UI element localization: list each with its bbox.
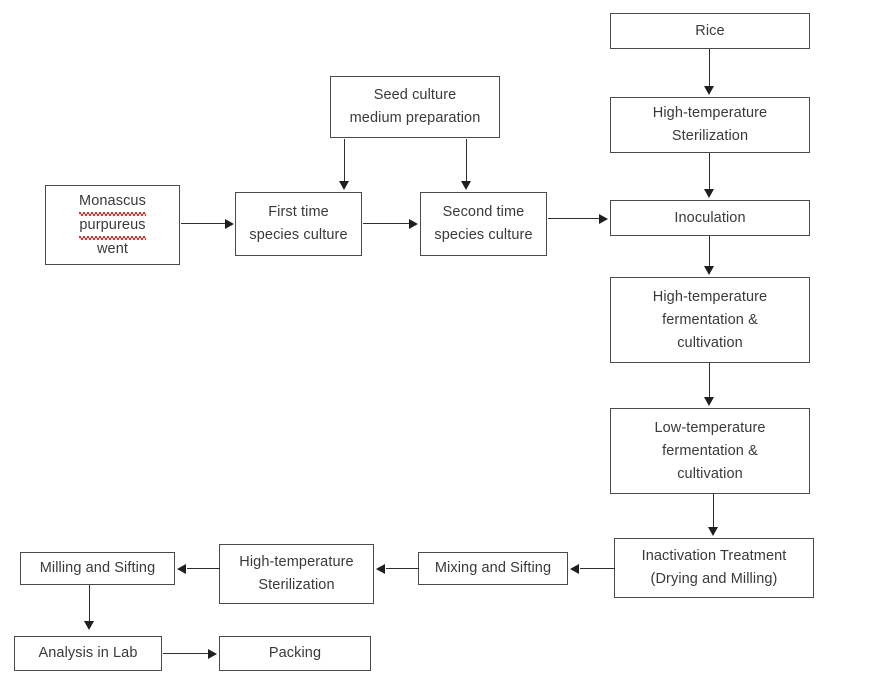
node-sterilization-bottom[interactable]: High-temperature Sterilization [219, 544, 374, 604]
edge-sterilization-top-to-inoculation [709, 153, 711, 191]
arrowhead-analysis-lab-to-packing [208, 648, 217, 659]
edge-inoculation-to-high-temp-fermentation [709, 236, 711, 268]
node-seed-medium-line1: Seed culture [373, 87, 457, 103]
node-sterilization-bottom-line2: Sterilization [258, 577, 335, 593]
node-low-temp-fermentation-line1: Low-temperature [654, 419, 766, 436]
node-second-culture-line2: species culture [434, 227, 533, 243]
arrowhead-mixing-sifting-to-sterilization-bottom [376, 563, 385, 574]
edge-seed-medium-to-second-culture [466, 139, 468, 183]
node-inactivation-line1: Inactivation Treatment [641, 548, 787, 564]
node-inoculation[interactable]: Inoculation [610, 200, 810, 236]
node-seed-medium[interactable]: Seed culture medium preparation [330, 76, 500, 138]
node-inoculation-line1: Inoculation [674, 209, 746, 226]
node-inactivation-line2: (Drying and Milling) [650, 571, 778, 587]
node-sterilization-top-line1: High-temperature [652, 105, 768, 121]
edge-sterilization-bottom-to-milling-sifting [187, 568, 220, 570]
node-sterilization-top-line2: Sterilization [671, 128, 749, 144]
node-first-culture-line2: species culture [249, 227, 348, 243]
node-strain-line1: Monascus [79, 190, 146, 216]
node-high-temp-fermentation-line1: High-temperature [652, 288, 768, 305]
arrowhead-sterilization-top-to-inoculation [704, 189, 714, 198]
arrowhead-seed-medium-to-first-culture [339, 181, 349, 190]
edge-high-temp-to-low-temp-fermentation [709, 363, 711, 399]
node-rice-line1: Rice [695, 22, 725, 39]
node-packing-line1: Packing [268, 645, 322, 661]
arrowhead-strain-to-first-culture [225, 218, 234, 229]
node-milling-sifting-line1: Milling and Sifting [39, 560, 156, 576]
arrowhead-second-culture-to-inoculation [599, 213, 608, 224]
node-second-culture-line1: Second time [442, 204, 525, 220]
edge-low-temp-to-inactivation [713, 494, 715, 528]
node-second-culture[interactable]: Second time species culture [420, 192, 547, 256]
arrowhead-low-temp-to-inactivation [708, 527, 718, 536]
node-sterilization-bottom-line1: High-temperature [239, 554, 354, 570]
arrowhead-seed-medium-to-second-culture [461, 181, 471, 190]
node-high-temp-fermentation[interactable]: High-temperature fermentation & cultivat… [610, 277, 810, 363]
node-milling-sifting[interactable]: Milling and Sifting [20, 552, 175, 585]
arrowhead-milling-sifting-to-analysis-lab [84, 621, 94, 630]
node-seed-medium-line2: medium preparation [349, 110, 481, 126]
node-high-temp-fermentation-line2: fermentation & [662, 311, 758, 328]
node-inactivation[interactable]: Inactivation Treatment (Drying and Milli… [614, 538, 814, 598]
node-sterilization-top[interactable]: High-temperature Sterilization [610, 97, 810, 153]
arrowhead-inactivation-to-mixing-sifting [570, 563, 579, 574]
node-analysis-lab[interactable]: Analysis in Lab [14, 636, 162, 671]
edge-analysis-lab-to-packing [163, 653, 208, 655]
node-mixing-sifting-line1: Mixing and Sifting [434, 560, 552, 576]
edge-strain-to-first-culture [181, 223, 226, 225]
edge-inactivation-to-mixing-sifting [580, 568, 615, 570]
node-low-temp-fermentation-line3: cultivation [677, 465, 743, 482]
node-strain[interactable]: Monascus purpureus went [45, 185, 180, 265]
arrowhead-sterilization-bottom-to-milling-sifting [177, 563, 186, 574]
edge-rice-to-sterilization-top [709, 49, 711, 88]
arrowhead-high-temp-to-low-temp-fermentation [704, 397, 714, 406]
edge-second-culture-to-inoculation [548, 218, 599, 220]
node-packing[interactable]: Packing [219, 636, 371, 671]
edge-seed-medium-to-first-culture [344, 139, 346, 183]
edge-mixing-sifting-to-sterilization-bottom [386, 568, 419, 570]
edge-milling-sifting-to-analysis-lab [89, 585, 91, 623]
node-low-temp-fermentation-line2: fermentation & [662, 442, 758, 459]
arrowhead-inoculation-to-high-temp-fermentation [704, 266, 714, 275]
edge-first-to-second-culture [363, 223, 409, 225]
arrowhead-rice-to-sterilization-top [704, 86, 714, 95]
arrowhead-first-to-second-culture [409, 218, 418, 229]
node-strain-line3: went [96, 240, 129, 257]
node-first-culture-line1: First time [268, 204, 329, 220]
node-high-temp-fermentation-line3: cultivation [677, 334, 743, 351]
node-mixing-sifting[interactable]: Mixing and Sifting [418, 552, 568, 585]
node-first-culture[interactable]: First time species culture [235, 192, 362, 256]
node-strain-line2: purpureus [79, 214, 146, 240]
node-low-temp-fermentation[interactable]: Low-temperature fermentation & cultivati… [610, 408, 810, 494]
node-rice[interactable]: Rice [610, 13, 810, 49]
node-analysis-lab-line1: Analysis in Lab [38, 645, 138, 661]
